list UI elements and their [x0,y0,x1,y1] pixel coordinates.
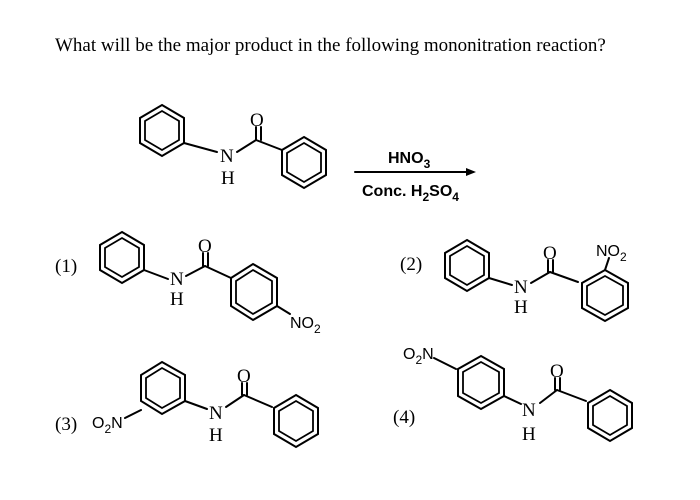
option-4-molecule: O2N N H O [403,346,633,445]
reactant-molecule: N H O [139,103,327,190]
option-2-label: (2) [400,254,422,275]
amide-hydrogen: H [209,425,223,446]
option-1-molecule: N H O NO2 [99,230,321,336]
option-4-label: (4) [393,407,415,428]
nitro-group: NO2 [596,243,627,264]
benzoyl-ring [281,135,327,190]
amide-nitrogen: N [522,400,536,421]
reagent-nitric-acid: HNO3 [388,150,431,171]
option-1-label: (1) [55,256,77,277]
amide-nitrogen: N [209,403,223,424]
amide-hydrogen: H [522,424,536,445]
carbonyl-oxygen: O [237,366,251,387]
amide-hydrogen: H [514,297,528,318]
amide-hydrogen: H [170,289,184,310]
option-3-molecule: O2N N H O [92,360,319,449]
reagent-sulfuric-acid: Conc. H2SO4 [362,183,459,204]
amide-nitrogen: N [220,146,234,167]
option-2-molecule: N H O NO2 [444,238,629,323]
carbonyl-oxygen: O [550,361,564,382]
carbonyl-oxygen: O [250,110,264,131]
nitro-group: O2N [92,415,123,436]
amide-nitrogen: N [514,277,528,298]
carbonyl-oxygen: O [543,243,557,264]
amide-nitrogen: N [170,269,184,290]
carbonyl-oxygen: O [198,236,212,257]
nitro-group: NO2 [290,315,321,336]
amide-hydrogen: H [221,168,235,189]
reaction-arrow [354,168,476,176]
nitro-group: O2N [403,346,434,367]
option-3-label: (3) [55,414,77,435]
phenyl-ring [139,103,185,158]
question-text: What will be the major product in the fo… [55,35,606,56]
